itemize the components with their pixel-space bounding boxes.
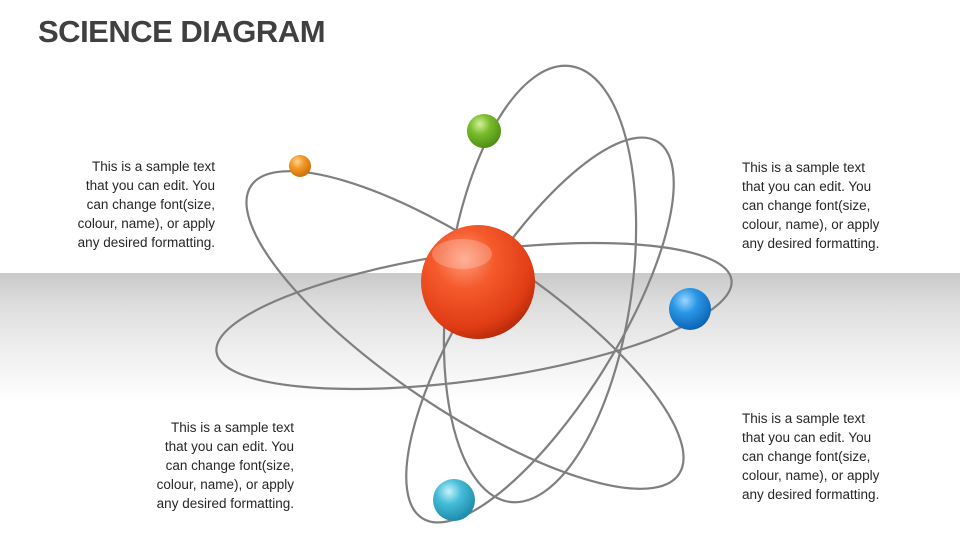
nucleus-highlight [432, 239, 492, 269]
text-box-top-right: This is a sample text that you can edit.… [742, 158, 942, 253]
text-line: can change font(size, [742, 198, 871, 213]
text-line: colour, name), or apply [156, 477, 294, 492]
electron-blue [669, 288, 711, 330]
text-box-bottom-right: This is a sample text that you can edit.… [742, 409, 942, 504]
text-line: This is a sample text [742, 160, 866, 175]
nucleus [421, 225, 535, 339]
text-line: colour, name), or apply [77, 216, 215, 231]
text-line: that you can edit. You [742, 430, 872, 445]
electron-green [467, 114, 501, 148]
text-line: colour, name), or apply [742, 468, 880, 483]
text-line: any desired formatting. [742, 487, 880, 502]
text-line: This is a sample text [742, 411, 866, 426]
text-line: colour, name), or apply [742, 217, 880, 232]
text-line: any desired formatting. [156, 496, 294, 511]
text-line: that you can edit. You [164, 439, 294, 454]
text-line: This is a sample text [170, 420, 294, 435]
slide-title: SCIENCE DIAGRAM [38, 14, 326, 49]
electron-cyan [433, 479, 475, 521]
text-line: any desired formatting. [742, 236, 880, 251]
electron-orange [289, 155, 311, 177]
text-line: can change font(size, [86, 197, 215, 212]
text-line: can change font(size, [165, 458, 294, 473]
orbit-ascending [405, 136, 675, 524]
text-box-bottom-left: This is a sample text that you can edit.… [94, 418, 294, 513]
text-line: that you can edit. You [85, 178, 215, 193]
text-line: This is a sample text [91, 159, 215, 174]
text-line: that you can edit. You [742, 179, 872, 194]
text-line: any desired formatting. [77, 235, 215, 250]
text-line: can change font(size, [742, 449, 871, 464]
text-box-top-left: This is a sample text that you can edit.… [15, 157, 215, 252]
